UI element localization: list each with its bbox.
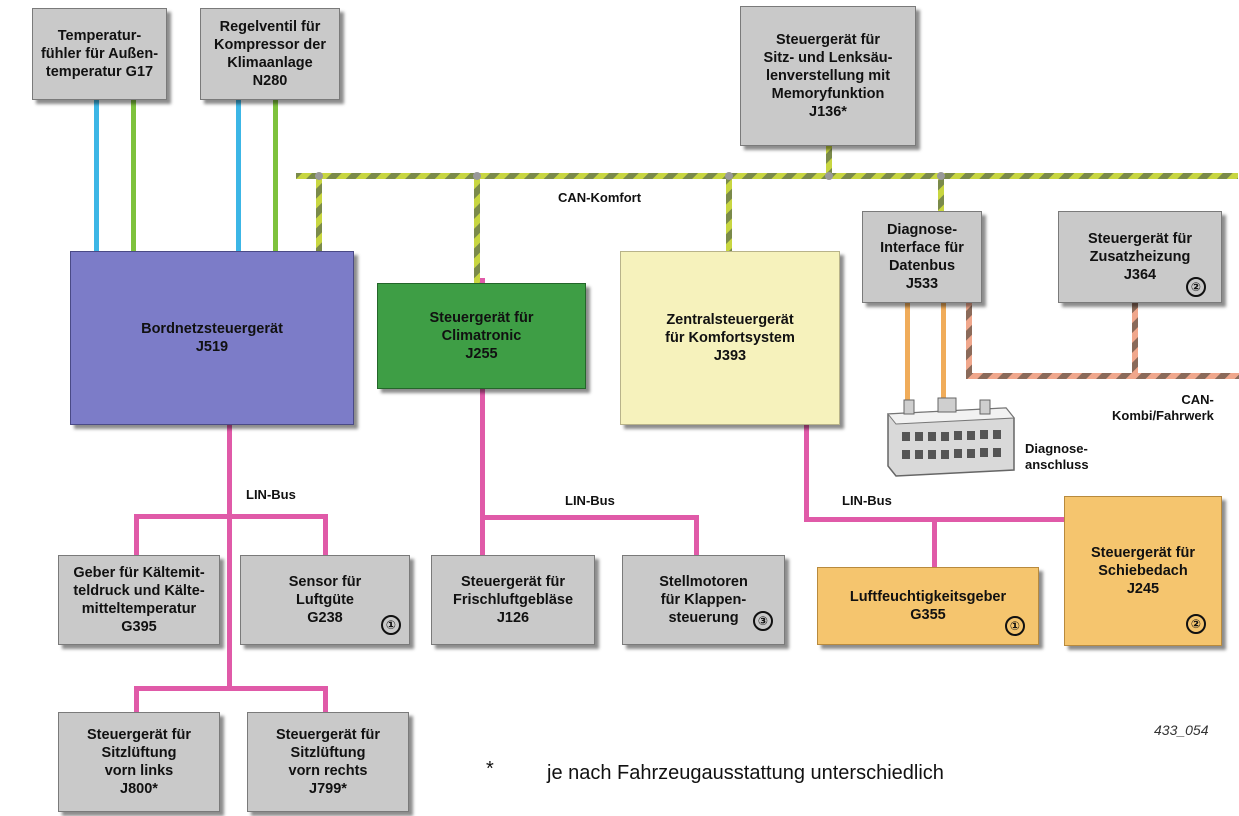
label-diagnose-anschluss: Diagnose- anschluss [1025,441,1089,472]
box-g355-humidity-sensor: Luftfeuchtigkeitsgeber G355 [817,567,1039,645]
sensor-wires [94,99,278,252]
figure-id: 433_054 [1154,722,1209,738]
diagnose-connector-icon [886,397,1016,477]
marker-j245: ② [1186,614,1206,634]
marker-j364: ② [1186,277,1206,297]
box-g17-temperature-sensor: Temperatur- fühler für Außen- temperatur… [32,8,167,100]
box-n280-control-valve: Regelventil für Kompressor der Klimaanla… [200,8,340,100]
box-j533-label: Diagnose- Interface für Datenbus J533 [880,222,964,292]
marker-g355: ① [1005,616,1025,636]
label-can-komfort: CAN-Komfort [558,190,642,205]
box-j519-onboard-supply-control: Bordnetzsteuergerät J519 [70,251,354,425]
box-j255-label: Steuergerät für Climatronic J255 [429,310,534,362]
label-can-kombi-fahrwerk: CAN- Kombi/Fahrwerk [1112,392,1214,423]
footnote-asterisk: * [486,758,494,780]
label-lin-bus-2: LIN-Bus [565,493,615,508]
can-kombi-bus [966,290,1239,379]
box-g395-label: Geber für Kältemit- teldruck und Kälte- … [73,565,205,635]
box-flap-control-motors: Stellmotoren für Klappen- steuerung [622,555,785,645]
label-lin-bus-1: LIN-Bus [246,487,296,502]
diagnose-wires [905,302,946,406]
box-j533-diagnosis-interface: Diagnose- Interface für Datenbus J533 [862,211,982,303]
box-j136-seat-control-unit: Steuergerät für Sitz- und Lenksäu- lenve… [740,6,916,146]
box-n280-label: Regelventil für Kompressor der Klimaanla… [213,19,326,89]
box-j393-comfort-control: Zentralsteuergerät für Komfortsystem J39… [620,251,840,425]
box-g17-label: Temperatur- fühler für Außen- temperatur… [40,28,159,80]
footnote-text: je nach Fahrzeugausstattung unterschiedl… [547,762,944,784]
box-j136-label: Steuergerät für Sitz- und Lenksäu- lenve… [763,32,893,120]
label-lin-bus-3: LIN-Bus [842,493,892,508]
box-g395-refrigerant-sensor: Geber für Kältemit- teldruck und Kälte- … [58,555,220,645]
box-j255-climatronic: Steuergerät für Climatronic J255 [377,283,586,389]
box-flap-motors-label: Stellmotoren für Klappen- steuerung [659,574,748,626]
box-g355-label: Luftfeuchtigkeitsgeber G355 [849,589,1007,623]
box-j245-label: Steuergerät für Schiebedach J245 [1091,545,1195,597]
box-g238-label: Sensor für Luftgüte G238 [288,574,362,626]
box-j800-label: Steuergerät für Sitzlüftung vorn links J… [87,727,191,797]
box-j799-seat-ventilation-right: Steuergerät für Sitzlüftung vorn rechts … [247,712,409,812]
box-j519-label: Bordnetzsteuergerät J519 [141,321,283,355]
marker-g238: ① [381,615,401,635]
box-j126-label: Steuergerät für Frischluftgebläse J126 [452,574,574,626]
marker-klappen: ③ [753,611,773,631]
box-j800-seat-ventilation-left: Steuergerät für Sitzlüftung vorn links J… [58,712,220,812]
can-komfort-bus [296,145,1238,284]
box-j126-fresh-air-blower: Steuergerät für Frischluftgebläse J126 [431,555,595,645]
box-j393-label: Zentralsteuergerät für Komfortsystem J39… [665,312,795,364]
box-j364-label: Steuergerät für Zusatzheizung J364 [1088,231,1192,283]
box-j799-label: Steuergerät für Sitzlüftung vorn rechts … [276,727,380,797]
lin-bus-lines [134,278,1066,714]
